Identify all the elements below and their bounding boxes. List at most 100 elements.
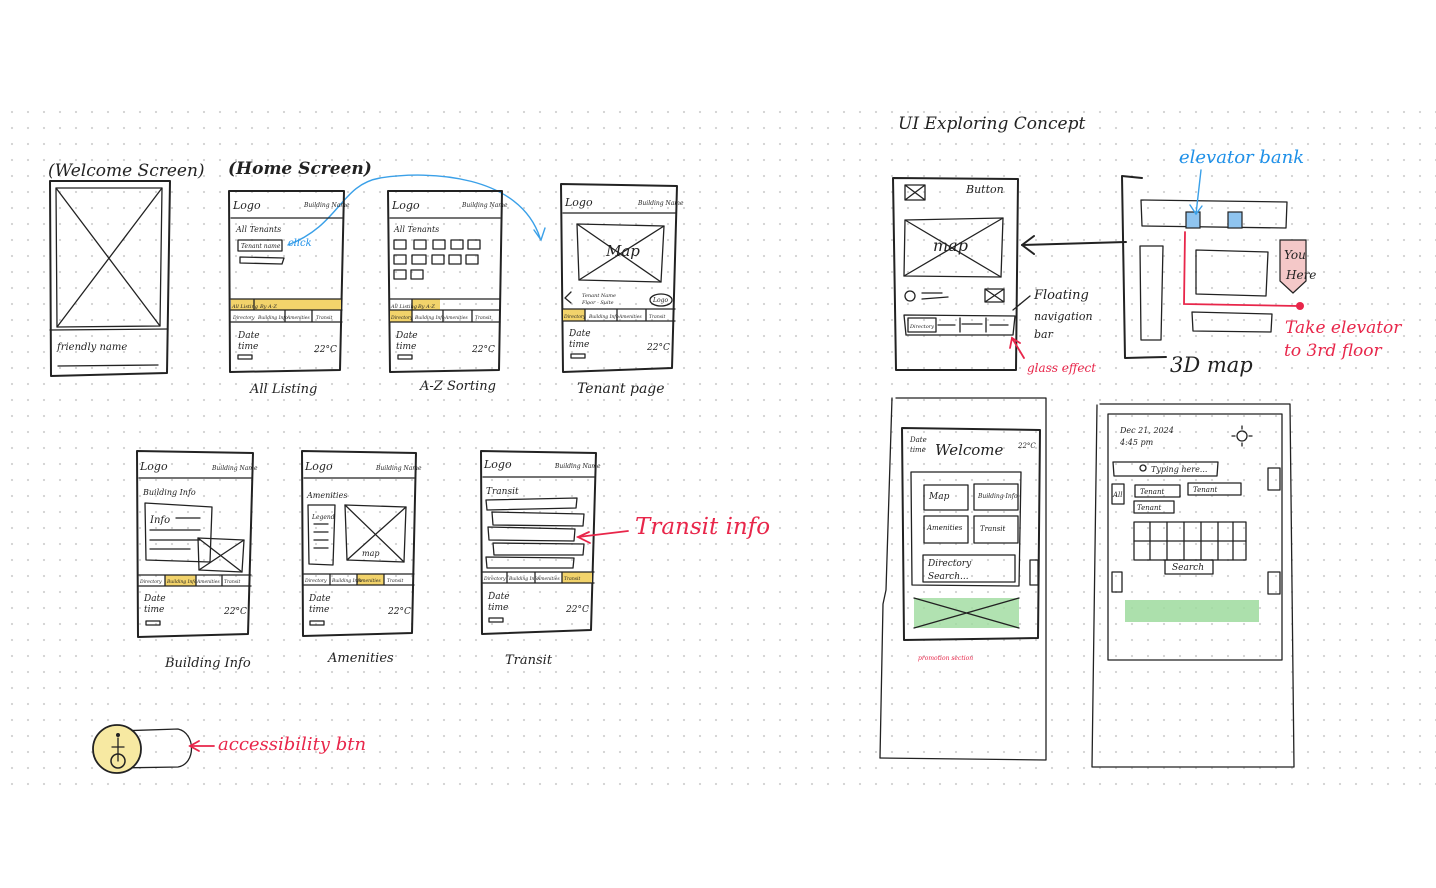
svg-text:Logo: Logo (304, 460, 333, 473)
svg-text:22°C: 22°C (471, 345, 495, 355)
svg-text:22°C: 22°C (223, 607, 247, 617)
svg-text:Building Name: Building Name (211, 465, 258, 472)
accessibility-note: accessibility btn (218, 734, 366, 755)
svg-text:Transit: Transit (649, 314, 665, 320)
svg-text:map: map (933, 236, 968, 255)
accessibility-button-sketch (92, 724, 192, 774)
svg-text:Button: Button (965, 183, 1004, 196)
svg-text:Building Name: Building Name (303, 202, 350, 209)
svg-text:Tenant: Tenant (1140, 488, 1164, 496)
welcome-kiosk-mock (879, 397, 1047, 761)
svg-text:Transit: Transit (387, 578, 403, 584)
svg-text:Building Info: Building Info (508, 576, 539, 582)
take-elevator-note: Take elevator (1285, 318, 1402, 338)
svg-text:All: All (1112, 491, 1123, 499)
svg-text:Building Name: Building Name (554, 463, 601, 470)
map-to-phone-arrow (1021, 241, 1127, 246)
click-label: click (288, 238, 312, 249)
svg-text:Here: Here (1285, 268, 1316, 282)
svg-text:time: time (488, 603, 508, 613)
caption-all-listing: All Listing (249, 382, 317, 397)
svg-text:Amenities: Amenities (444, 315, 468, 321)
svg-text:Building Info: Building Info (166, 579, 197, 585)
home-screen-title: (Home Screen) (228, 159, 372, 179)
svg-text:All Tenants: All Tenants (235, 225, 281, 234)
svg-text:Date: Date (909, 436, 927, 444)
svg-text:Map: Map (928, 492, 950, 502)
caption-transit: Transit (505, 653, 553, 668)
svg-text:Legend: Legend (311, 514, 335, 521)
svg-text:Directory: Directory (304, 578, 327, 584)
svg-text:Typing here...: Typing here... (1151, 465, 1207, 474)
svg-text:Amenities: Amenities (196, 579, 220, 585)
phone-amenities (301, 450, 417, 637)
concept-title: UI Exploring Concept (898, 114, 1085, 134)
svg-text:Tenant Name: Tenant Name (582, 293, 616, 299)
caption-tenant-page: Tenant page (577, 381, 665, 397)
svg-text:By A-Z: By A-Z (259, 304, 277, 310)
svg-text:Transit: Transit (980, 525, 1006, 533)
transit-info-note: Transit info (635, 514, 770, 540)
svg-text:22°C: 22°C (1017, 442, 1036, 450)
svg-text:time: time (144, 605, 164, 615)
search-kiosk-mock (1091, 403, 1295, 768)
svg-text:Transit: Transit (475, 315, 491, 321)
svg-text:Search...: Search... (928, 572, 969, 582)
svg-text:Building Name: Building Name (637, 200, 684, 207)
svg-text:Date: Date (487, 592, 510, 602)
map-3d-label: 3D map (1170, 353, 1253, 377)
svg-text:time: time (238, 342, 258, 352)
svg-text:Info: Info (149, 515, 170, 526)
svg-text:time: time (910, 446, 926, 454)
search-icon (1139, 464, 1147, 472)
svg-text:Directory: Directory (483, 576, 506, 582)
phone-building-info (136, 450, 254, 638)
glass-effect-note: glass effect (1027, 361, 1096, 375)
svg-text:Floor - Suite: Floor - Suite (581, 300, 614, 306)
svg-text:Date: Date (568, 329, 591, 339)
svg-text:Transit: Transit (316, 315, 332, 321)
svg-text:Date: Date (308, 594, 331, 604)
svg-text:Tenant: Tenant (1193, 486, 1217, 494)
phone-tenant-page (560, 183, 678, 373)
concept-phone (892, 177, 1019, 371)
svg-text:22°C: 22°C (387, 607, 411, 617)
sun-icon (1236, 430, 1248, 442)
svg-text:Amenities: Amenities (926, 524, 963, 532)
svg-text:By A-Z: By A-Z (417, 304, 435, 310)
svg-text:Logo: Logo (564, 196, 593, 209)
svg-text:All Listing: All Listing (390, 304, 417, 310)
phone-all-listing (228, 190, 345, 373)
svg-text:Search: Search (1172, 563, 1204, 573)
svg-text:Directory: Directory (909, 324, 934, 330)
transit-info-arrow (577, 530, 629, 538)
map-3d-sketch (1121, 175, 1307, 359)
welcome-screen-frame (49, 180, 171, 377)
svg-text:4:45 pm: 4:45 pm (1119, 438, 1154, 447)
svg-text:Logo: Logo (483, 458, 512, 471)
svg-text:bar: bar (1034, 328, 1054, 341)
phone-transit (480, 450, 597, 635)
svg-text:22°C: 22°C (313, 345, 337, 355)
caption-az-sorting: A-Z Sorting (419, 379, 496, 394)
svg-text:Amenities: Amenities (618, 314, 642, 320)
svg-text:Building Info: Building Info (977, 493, 1018, 500)
svg-text:Tenant: Tenant (1137, 504, 1161, 512)
svg-text:Tenant name: Tenant name (241, 243, 281, 250)
svg-text:map: map (362, 549, 379, 558)
elevator-pointer (1195, 169, 1202, 215)
svg-text:Building Info: Building Info (257, 315, 288, 321)
welcome-screen-title: (Welcome Screen) (48, 161, 205, 181)
caption-building-info: Building Info (164, 656, 251, 671)
svg-text:Transit: Transit (224, 579, 240, 585)
svg-text:navigation: navigation (1034, 310, 1093, 323)
svg-text:time: time (569, 340, 589, 350)
phone-az-sorting (387, 190, 503, 373)
svg-text:Logo: Logo (139, 460, 168, 473)
svg-text:Logo: Logo (652, 297, 668, 304)
svg-text:Building Info: Building Info (588, 314, 619, 320)
svg-text:Map: Map (605, 242, 640, 260)
svg-text:Logo: Logo (391, 199, 420, 212)
svg-text:Date: Date (237, 331, 260, 341)
